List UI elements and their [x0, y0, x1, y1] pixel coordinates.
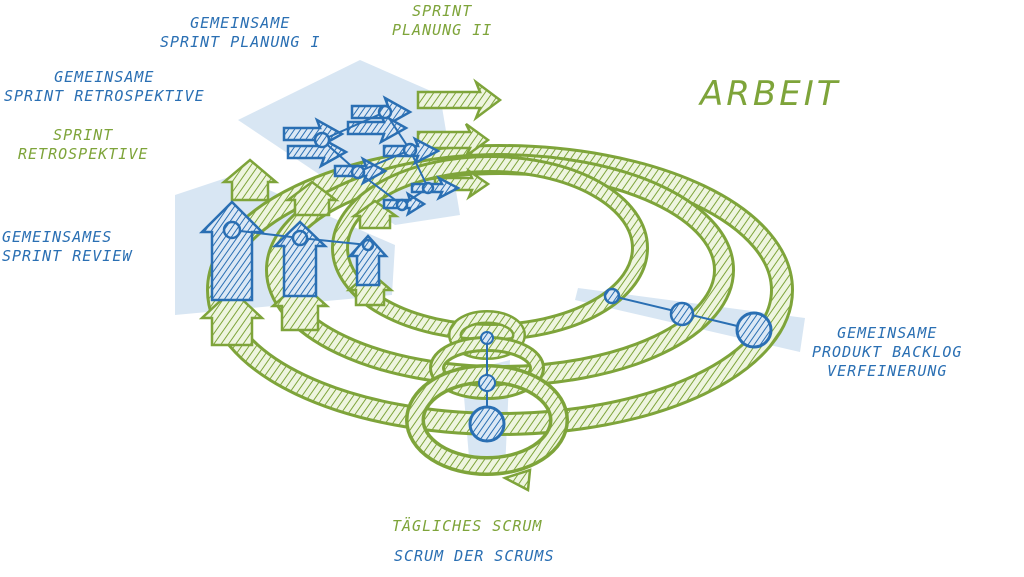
- label-sprint-planung-2: SPRINT PLANUNG II: [392, 2, 493, 39]
- retro-node-3: [395, 198, 409, 212]
- review-arrows: [198, 200, 389, 302]
- review-node-1: [222, 220, 242, 240]
- label-gemeinsame-backlog-verfeinerung: GEMEINSAME PRODUKT BACKLOG VERFEINERUNG: [812, 324, 963, 380]
- backlog-node-3: [735, 311, 773, 349]
- label-taegliches-scrum: TÄGLICHES SCRUM: [392, 517, 543, 535]
- scrum-node-2: [478, 374, 496, 392]
- backlog-node-2: [669, 301, 695, 327]
- upper-arrow-2: [284, 180, 340, 217]
- scrum-node-1: [480, 331, 494, 345]
- review-arrow-outer: [198, 200, 266, 302]
- label-gemeinsame-sprint-planung-1: GEMEINSAME SPRINT PLANUNG I: [160, 14, 321, 51]
- label-arbeit: ARBEIT: [700, 74, 841, 114]
- planning-nodes: [222, 104, 435, 252]
- plan-node-1: [377, 104, 393, 120]
- review-node-3: [361, 238, 375, 252]
- backlog-network: [603, 287, 773, 349]
- left-arrow-inner: [345, 270, 395, 307]
- label-scrum-der-scrums: SCRUM DER SCRUMS: [394, 547, 555, 565]
- arrow-outer: [416, 78, 503, 122]
- label-gemeinsame-sprint-retrospektive: GEMEINSAME SPRINT RETROSPEKTIVE: [4, 68, 205, 105]
- plan-arrow-4: [410, 175, 461, 201]
- coil-arrow: [501, 468, 532, 492]
- left-arrow-outer: [198, 288, 266, 347]
- backlog-node-1: [603, 287, 621, 305]
- upper-arrow-1: [220, 158, 280, 202]
- label-sprint-retrospektive: SPRINT RETROSPEKTIVE: [18, 126, 149, 163]
- review-arrow-inner: [347, 234, 389, 287]
- retro-node-1: [313, 131, 331, 149]
- plan-node-3: [421, 181, 435, 195]
- work-arrows: [416, 78, 503, 201]
- plan-node-2: [402, 142, 418, 158]
- label-gemeinsames-sprint-review: GEMEINSAMES SPRINT REVIEW: [2, 228, 133, 265]
- review-arrow-middle: [271, 220, 329, 298]
- retro-node-2: [350, 164, 366, 180]
- review-node-2: [291, 229, 309, 247]
- scrum-node-3: [468, 405, 506, 443]
- scrum-nodes: [468, 331, 506, 443]
